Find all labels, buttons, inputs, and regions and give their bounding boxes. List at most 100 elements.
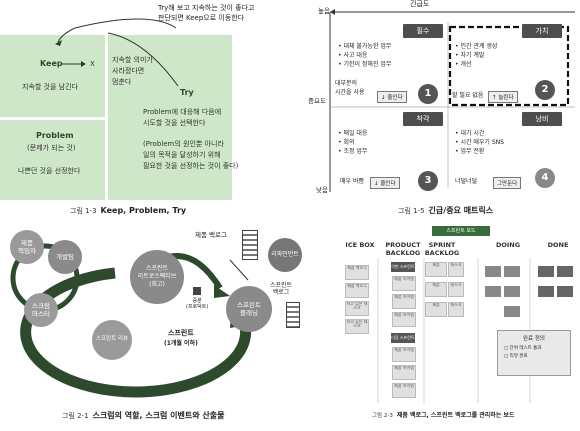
scrum-refinement-label: 리파인먼트	[271, 251, 299, 259]
bss1-l1: 제품	[432, 262, 440, 267]
bpc3-l2: 아이템	[402, 312, 414, 317]
kpt-try-label: Try	[180, 88, 194, 97]
board-icebox-card-2: 제품 백로그	[345, 283, 369, 298]
bss3-l1: 제품	[432, 302, 440, 307]
scrum-refinement: 리파인먼트	[268, 238, 302, 272]
board-done-card-2	[557, 266, 573, 277]
bic2-l2: 백로그	[355, 283, 367, 288]
matrix-q2-number: 2	[535, 80, 555, 100]
scrum-product-backlog-label: 제품 백로그	[195, 231, 227, 239]
scrum-planning-line1: 스프린트	[237, 300, 261, 309]
bpc2-l1: 제품	[394, 294, 402, 299]
matrix-q1-item-3: • 기한이 정해진 업무	[338, 61, 392, 68]
board-sb-task-3: 태스크	[448, 302, 464, 317]
scrum-role2-label: 개발팀	[56, 252, 74, 261]
kpt-problem-desc: 나쁜던 것을 선정한다	[18, 167, 81, 175]
bpc2-l2: 아이템	[402, 294, 414, 299]
board-sb-task-2: 태스크	[448, 282, 464, 297]
board-icebox-card-1: 제품 백로그	[345, 265, 369, 280]
matrix-q3-time: 매우 바쁨	[340, 178, 364, 185]
board-done-def-item-1: □ 단위 테스트 통과	[504, 346, 542, 351]
board-sb-story-1: 제품	[425, 262, 447, 277]
scrum-role3-line2: 마스터	[32, 310, 50, 318]
kpt-try-top-2: 사라졌다면	[112, 67, 145, 75]
board-doing-card-2	[504, 266, 520, 277]
board-done-card-3	[538, 286, 554, 297]
board-done-card-1	[538, 266, 554, 277]
matrix-q3-tag: ↓ 줄인다	[370, 177, 400, 189]
matrix-q4-item-3: • 업무 전환	[455, 148, 485, 155]
scrum-increment: 증분(프로덕트)	[186, 298, 208, 310]
matrix-q1-head: 필수	[403, 24, 443, 38]
kpt-problem-sub: (문제가 되는 것)	[27, 144, 76, 152]
matrix-importance-axis: 중요도	[308, 97, 326, 105]
matrix-caption-num: 그림 1-5	[398, 207, 425, 215]
matrix-high-label: 높음	[318, 7, 330, 15]
scrum-role1-line2: 책임자	[18, 247, 36, 255]
kpt-keep-label: Keep	[40, 59, 63, 68]
matrix-q3-head: 착각	[403, 112, 443, 126]
scrum-role3-line1: 스크럼	[32, 301, 50, 310]
board-col-done: DONE	[547, 241, 569, 249]
matrix-q1-time-1: 대부분의	[335, 80, 358, 87]
kpt-try-desc1-2: 시도할 것을 선택한다	[143, 119, 206, 127]
board-caption-num: 그림 2-3	[372, 413, 393, 419]
bpc5-l2: 아이템	[402, 365, 414, 370]
board-pb-card-1: 제품 아이템	[392, 276, 416, 291]
scrum-retro-line1: 스프린트	[145, 265, 169, 273]
board-pb-card-5: 제품 아이템	[392, 365, 416, 380]
matrix-q3-item-2: • 회의	[338, 139, 355, 146]
board-col-product-2: BACKLOG	[385, 248, 421, 257]
bpc6-l1: 제품	[394, 383, 402, 388]
board-doing-card-3	[485, 286, 501, 297]
scrum-caption-text: 스크럼의 역할, 스크럼 이벤트와 산출물	[92, 411, 225, 420]
scrum-review: 스프린트 리뷰	[92, 320, 132, 360]
bic1-l2: 백로그	[355, 265, 367, 270]
board-col-doing: DOING	[495, 241, 521, 249]
matrix-urgency-axis: 긴급도	[410, 0, 430, 8]
gift-icon	[193, 287, 201, 295]
scrum-sb-line1: 스프린트	[270, 282, 293, 289]
matrix-q2-head: 가치	[522, 24, 562, 38]
bic4-l1: 하고 싶은	[346, 319, 363, 324]
matrix-q3-item-1: • 매일 대응	[338, 130, 368, 137]
bic2-l1: 제품	[347, 283, 355, 288]
bic1-l1: 제품	[347, 265, 355, 270]
bss2-l1: 제품	[432, 282, 440, 287]
board-pb-card-4: 제품 아이템	[392, 347, 416, 362]
board-pb-card-3: 제품 아이템	[392, 312, 416, 327]
kpt-try-desc1-1: Problem에 대응해 다음에	[143, 108, 222, 116]
matrix-q4-item-2: • 시간 때우기 SNS	[455, 139, 504, 146]
matrix-q2-item-1: • 인간 관계 생성	[455, 43, 498, 50]
board-done-def-title: 완료 정의	[523, 336, 545, 342]
scrum-role-dev-team: 개발팀	[48, 240, 82, 274]
matrix-q4-tag: 그만둔다	[493, 177, 522, 189]
kpt-arrow-note-2: 판단되면 Keep으로 이동한다	[158, 14, 245, 22]
scrum-increment-line1: 증분	[192, 298, 202, 304]
matrix-q1-time-2: 시간을 사용	[335, 89, 365, 96]
board-done-def-item-2: □ 리뷰 완료	[504, 354, 528, 359]
kpt-caption-text: Keep, Problem, Try	[100, 206, 187, 215]
kpt-try-desc2-3: 필요한 것을 선정하는 것이 좋다)	[143, 162, 239, 170]
kpt-arrow-note-1: Try해 보고 지속하는 것이 좋다고	[158, 4, 255, 12]
scrum-planning-line2: 플래닝	[240, 309, 258, 317]
kpt-x-label: X	[90, 60, 95, 68]
matrix-axes	[329, 9, 575, 192]
board-doing-card-5	[504, 306, 520, 317]
kpt-divider-horizontal	[0, 117, 105, 120]
matrix-q1-tag: ↓ 줄인다	[377, 91, 407, 103]
board-pb-card-6: 제품 아이템	[392, 383, 416, 398]
matrix-low-label: 낮음	[316, 186, 328, 194]
board-done-card-4	[557, 286, 573, 297]
board-icebox-card-3: 하고 싶은 태스크	[345, 301, 369, 316]
kpt-try-desc2-2: 일의 목적을 달성하기 위해	[143, 151, 221, 159]
